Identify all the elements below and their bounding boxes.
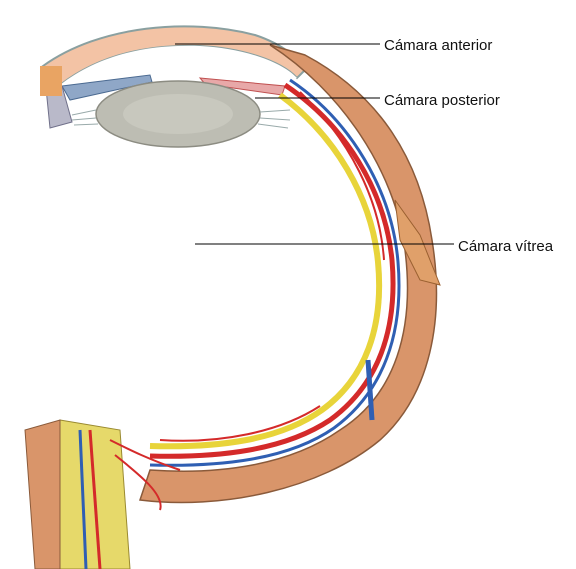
lens-nucleus [123, 94, 233, 134]
label-posterior-chamber: Cámara posterior [384, 92, 500, 109]
optic-nerve-sheath [25, 420, 60, 569]
zonule-fibers-left [72, 110, 98, 125]
label-anterior-chamber: Cámara anterior [384, 37, 492, 54]
zonule-fibers-right [258, 110, 290, 128]
label-vitreous-chamber: Cámara vítrea [458, 238, 553, 255]
limbus-left [40, 66, 62, 96]
